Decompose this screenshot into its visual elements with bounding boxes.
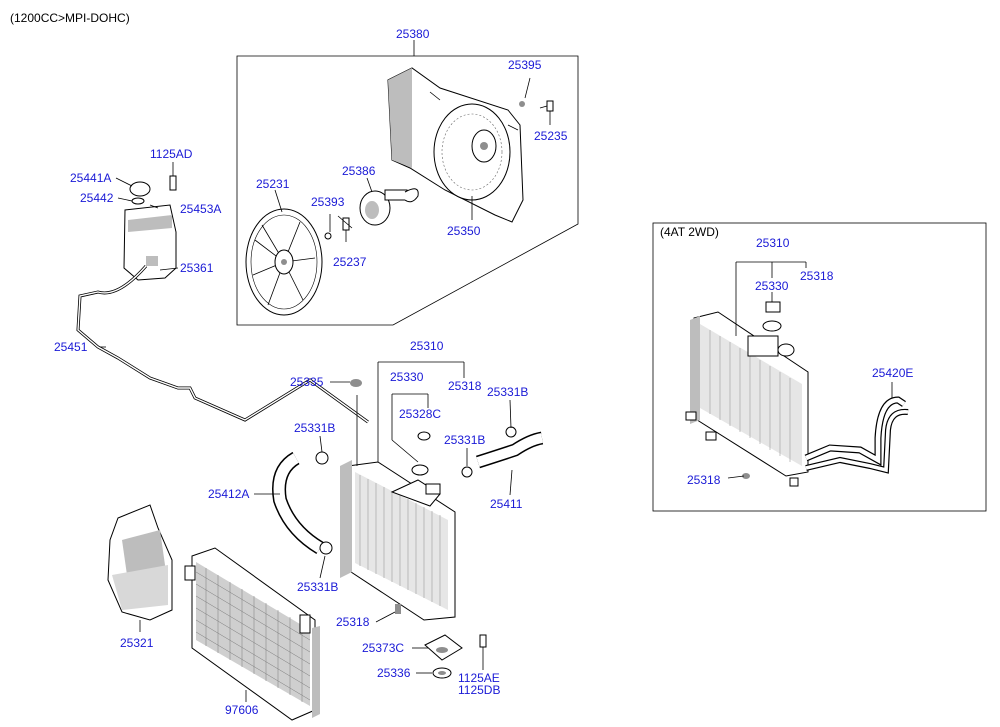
label-25235: 25235: [534, 129, 568, 143]
inset-4at-2wd: (4AT 2WD): [652, 222, 987, 512]
label-25386: 25386: [342, 164, 376, 178]
label-25318-upper: 25318: [448, 379, 482, 393]
fan-assembly-group: [236, 40, 579, 326]
radiator-core-fins: [359, 475, 441, 606]
label-25412A: 25412A: [208, 487, 249, 501]
label-25361: 25361: [180, 261, 214, 275]
fan-blade: [245, 189, 323, 316]
label-25442: 25442: [80, 191, 114, 205]
shroud-bolts: [519, 77, 554, 125]
engine-spec-title: (1200CC>MPI-DOHC): [10, 11, 130, 25]
fan-motor: [324, 177, 419, 242]
label-25331B-bottom: 25331B: [297, 580, 338, 594]
label-1125AD: 1125AD: [150, 147, 193, 161]
label-1125AE: 1125AE: [458, 671, 500, 685]
label-25373C: 25373C: [362, 641, 404, 655]
label-25331B-top-right: 25331B: [487, 385, 528, 399]
inset-label-25318-top: 25318: [800, 269, 834, 283]
label-97606: 97606: [225, 703, 259, 717]
reservoir-tank: [123, 162, 179, 281]
upper-hose-25411: [476, 433, 543, 467]
label-25310: 25310: [410, 339, 444, 353]
label-25336: 25336: [377, 666, 411, 680]
condenser-core-grid: [195, 568, 311, 702]
label-25411: 25411: [490, 497, 523, 511]
label-25321: 25321: [120, 636, 154, 650]
label-25335: 25335: [290, 375, 324, 389]
label-1125DB: 1125DB: [458, 683, 500, 697]
inset-cap: [765, 301, 781, 313]
label-25231: 25231: [256, 177, 290, 191]
inset-title: (4AT 2WD): [660, 225, 719, 239]
inset-label-25330: 25330: [755, 279, 789, 293]
inset-label-25420E: 25420E: [872, 366, 913, 380]
label-25330: 25330: [390, 370, 424, 384]
label-25393: 25393: [311, 195, 345, 209]
inset-label-25318-bottom: 25318: [687, 473, 721, 487]
label-25441A: 25441A: [70, 171, 111, 185]
label-25331B-top-left: 25331B: [294, 421, 335, 435]
inset-frame: [652, 222, 987, 512]
condenser-97606: [184, 547, 320, 721]
label-25237: 25237: [333, 255, 367, 269]
label-25350: 25350: [447, 224, 481, 238]
label-25331B-mid: 25331B: [444, 433, 485, 447]
main-radiator: [340, 395, 456, 621]
inset-label-25310: 25310: [756, 236, 790, 250]
label-25395: 25395: [508, 58, 542, 72]
overflow-hose: [77, 265, 369, 423]
air-guard-25321: [107, 504, 173, 632]
label-25318-lower: 25318: [336, 615, 370, 629]
lower-mount-parts: [424, 634, 487, 679]
fan-shroud: [387, 67, 524, 223]
label-25451: 25451: [54, 340, 88, 354]
fan-assembly-frame: [236, 55, 579, 326]
label-25453A: 25453A: [180, 202, 221, 216]
label-25380: 25380: [396, 27, 430, 41]
label-25328C: 25328C: [399, 407, 441, 421]
inset-cooler-hose: [805, 397, 906, 464]
lower-hose-25412A: [273, 453, 323, 553]
